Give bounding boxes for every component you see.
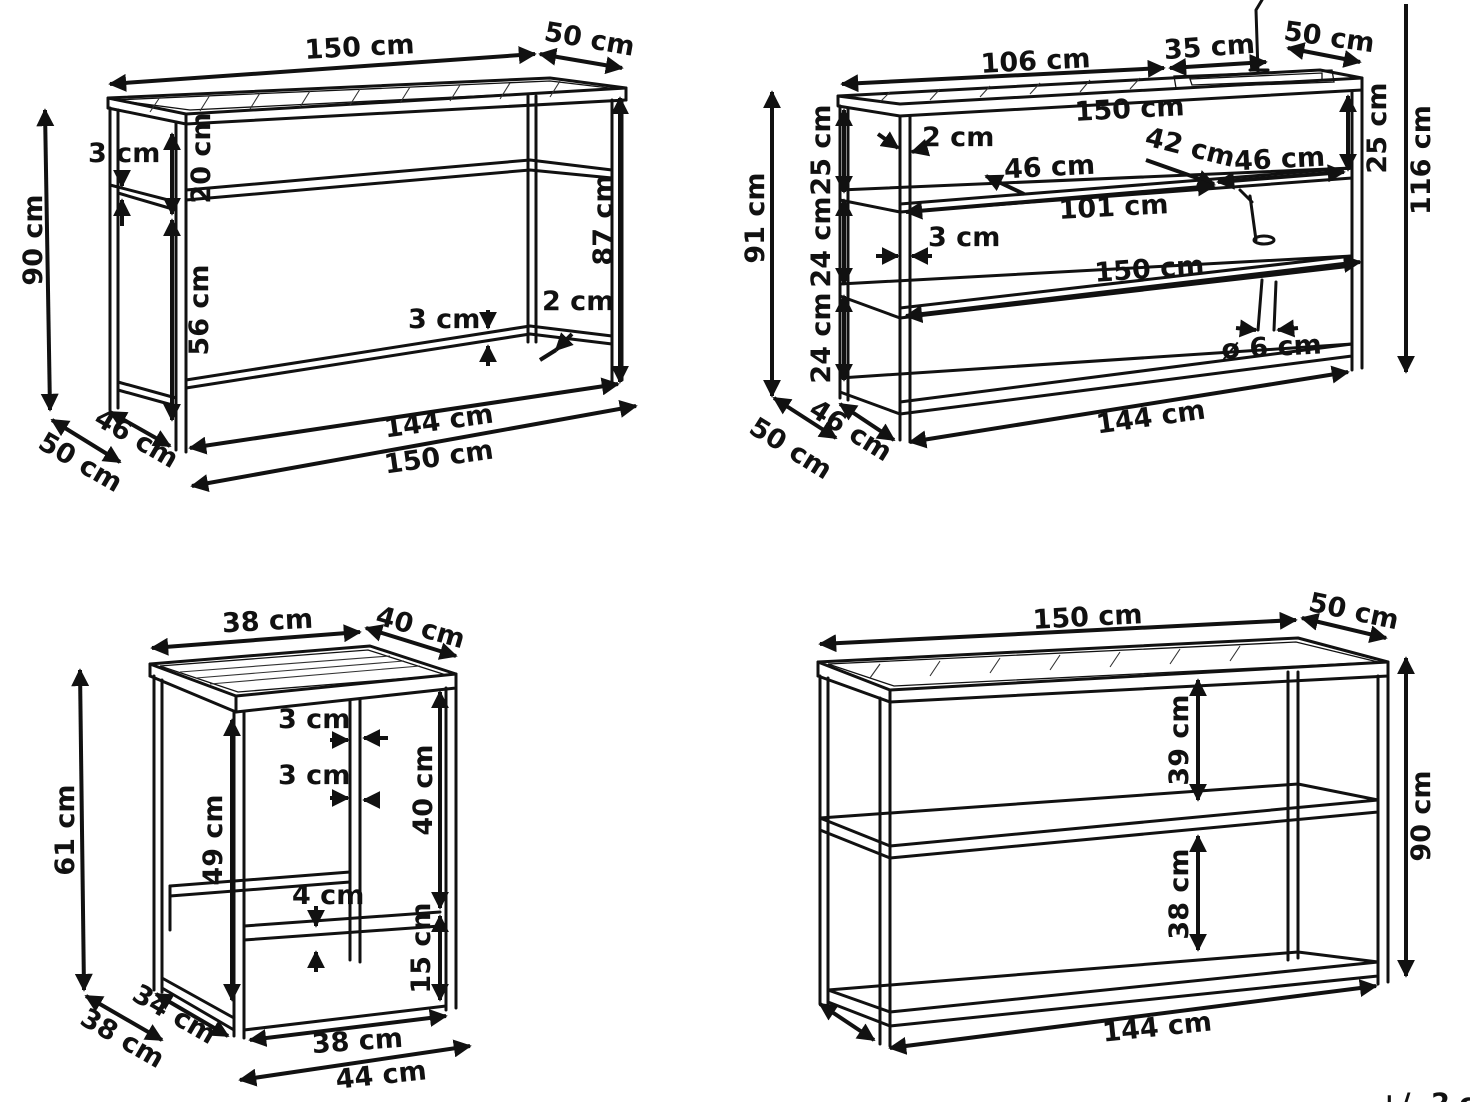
bar-stool-drawing: 38 cm 40 cm 61 cm 3 cm 3 cm 40 cm 49 cm … bbox=[50, 600, 472, 1096]
shelf-top-width-label: 150 cm bbox=[1032, 599, 1143, 636]
console-top-width-label: 150 cm bbox=[304, 29, 415, 66]
shelf-lower-gap-label: 38 cm bbox=[1164, 848, 1195, 939]
kitchen-right-gap-label: 25 cm bbox=[1362, 82, 1393, 173]
stool-seat-depth-label: 40 cm bbox=[372, 600, 468, 655]
kitchen-drain-diameter-label: ø 6 cm bbox=[1221, 329, 1323, 365]
stool-inner-width-label: 38 cm bbox=[311, 1023, 404, 1060]
kitchen-left-width-label: 106 cm bbox=[980, 43, 1091, 80]
console-lower-gap-label: 56 cm bbox=[184, 264, 215, 355]
shelf-bottom-width-label: 144 cm bbox=[1101, 1006, 1214, 1048]
kitchen-unit-drawing: 106 cm 35 cm 50 cm 116 cm 91 cm 150 cm 2… bbox=[740, 0, 1437, 486]
stool-leg-depth-label: 3 cm bbox=[278, 760, 350, 791]
tolerance-note: +/- 2 cm bbox=[1378, 1088, 1470, 1102]
stool-leg-width-label: 3 cm bbox=[278, 704, 350, 735]
kitchen-sink-width-label: 35 cm bbox=[1163, 29, 1256, 66]
kitchen-middle-shelf-gap-label: 24 cm bbox=[806, 196, 837, 287]
stool-outer-width-label: 44 cm bbox=[334, 1055, 428, 1095]
console-lower-rail-label: 3 cm bbox=[408, 304, 480, 335]
shelf-unit-drawing: 150 cm 50 cm 39 cm 90 cm 38 cm 144 cm bbox=[816, 587, 1437, 1055]
kitchen-frame-thickness-label: 3 cm bbox=[928, 222, 1000, 253]
kitchen-top-thickness-label: 2 cm bbox=[922, 122, 994, 153]
shelf-height-label: 90 cm bbox=[1406, 770, 1437, 861]
kitchen-inner-width-label: 101 cm bbox=[1058, 189, 1169, 226]
kitchen-top-width-label: 150 cm bbox=[1074, 91, 1185, 128]
console-upper-gap-label: 20 cm bbox=[186, 112, 217, 203]
console-leg-label: 2 cm bbox=[542, 286, 614, 317]
console-inner-height-label: 87 cm bbox=[588, 174, 619, 265]
stool-height-label: 61 cm bbox=[50, 784, 81, 875]
stool-seat-width-label: 38 cm bbox=[221, 604, 314, 640]
kitchen-upper-shelf-gap-label: 25 cm bbox=[806, 104, 837, 195]
console-rail-thickness-label: 3 cm bbox=[88, 138, 160, 169]
stool-leg-height-label: 49 cm bbox=[198, 794, 229, 885]
kitchen-right-cell-label: 46 cm bbox=[1233, 142, 1326, 178]
console-height-label: 90 cm bbox=[18, 194, 49, 285]
kitchen-bottom-width-label: 144 cm bbox=[1094, 395, 1207, 441]
stool-footrest-height-label: 15 cm bbox=[406, 902, 437, 993]
kitchen-total-height-label: 116 cm bbox=[1406, 105, 1437, 215]
kitchen-shelf-width-label: 150 cm bbox=[1094, 250, 1206, 289]
stool-upper-gap-label: 40 cm bbox=[408, 744, 439, 835]
kitchen-sink-cabinet-label: 42 cm bbox=[1142, 122, 1238, 174]
kitchen-lower-shelf-gap-label: 24 cm bbox=[806, 292, 837, 383]
kitchen-height-label: 91 cm bbox=[740, 172, 771, 263]
kitchen-left-cell-label: 46 cm bbox=[1003, 150, 1096, 186]
shelf-upper-gap-label: 39 cm bbox=[1164, 694, 1195, 785]
stool-footrest-label: 4 cm bbox=[292, 880, 364, 911]
console-table-drawing: 150 cm 50 cm 90 cm 3 cm 20 cm 87 cm 56 c… bbox=[18, 16, 638, 499]
kitchen-depth-label: 50 cm bbox=[1282, 16, 1377, 59]
